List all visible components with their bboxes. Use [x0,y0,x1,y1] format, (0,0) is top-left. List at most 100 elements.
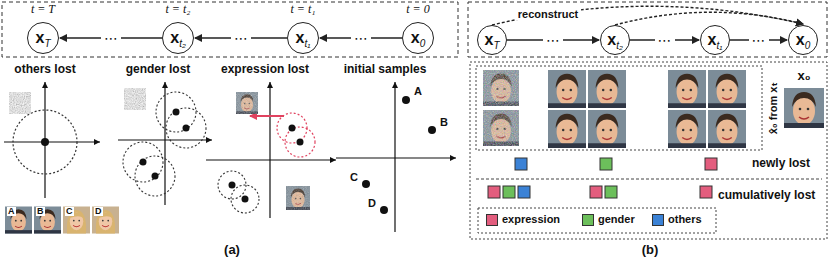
illustration-part [166,108,206,148]
face-tag: C [65,207,74,216]
face-tag: A [7,207,16,216]
illustration-part [140,159,147,166]
state-circle: x0 [788,25,818,55]
illustration-part [156,92,196,132]
plot-title: expression lost [221,63,309,77]
illustration-part [700,186,712,198]
illustration-part [488,186,500,198]
state-label: x0 [411,30,425,46]
legend-swatch [582,214,594,226]
illustration-part [483,110,519,146]
point-label: B [440,116,448,129]
illustration-part [118,139,212,140]
illustration-part [4,141,100,142]
state-symbol: x [796,31,805,48]
state-circle: xT [477,25,507,55]
illustration-part [124,88,146,110]
illustration-part [173,109,180,116]
illustration-part [362,180,370,188]
state-circle: xt₂ [162,22,194,54]
state-symbol: x [296,29,305,46]
illustration-part [470,62,827,239]
state-symbol: x [35,29,44,46]
state-symbol: x [607,31,616,48]
time-label: t = t₂ [166,3,191,17]
illustration-part [118,82,212,205]
illustration-part [4,82,119,234]
illustration-part [515,158,527,170]
time-label: t = t₁ [291,3,316,17]
illustration-part [41,138,49,146]
state-symbol: x [708,31,717,48]
illustration-part [285,127,315,157]
illustration-part [336,157,456,158]
illustration-part [470,62,827,239]
illustration-part [548,110,586,148]
illustration-part [428,126,436,134]
row-label: newly lost [752,157,810,171]
transition-arrow [492,6,803,25]
state-circle: xt₁ [287,22,319,54]
illustration-part [483,110,519,146]
state-label: xt₁ [708,32,723,48]
legend-text: expression [502,213,560,226]
illustration-part [135,156,175,196]
state-label: xT [35,30,50,46]
illustration-part [600,158,612,170]
illustration-part [236,92,258,114]
axis-label: x̂₀ from xₜ [767,82,780,134]
illustration-part [13,110,77,174]
edge-label: ⋯ [351,30,371,46]
edge-label: ⋯ [749,32,769,48]
illustration-part [705,158,717,170]
illustration-part [588,70,626,108]
legend-text: gender [598,213,635,226]
legend-swatch [652,214,664,226]
illustration-part [242,196,249,203]
state-symbol: x [411,29,420,46]
illustration-part [588,110,626,148]
illustration-part [250,115,284,117]
state-subscript: T [493,40,499,51]
panel-label: (b) [642,243,659,258]
edge-label: ⋯ [101,30,121,46]
illustration-part [668,110,706,148]
state-symbol: x [170,29,179,46]
illustration-part [5,207,32,234]
edge-label: reconstruct [515,8,582,21]
illustration-part [708,110,746,148]
illustration-part [286,186,310,210]
state-circle: xt₂ [600,25,630,55]
illustration-part [286,186,310,210]
state-subscript: 0 [805,40,811,51]
point-label: D [368,197,376,210]
state-symbol: x [484,31,493,48]
illustration-part [289,125,296,132]
illustration-part [34,207,61,234]
face-tag: D [94,207,103,216]
state-circle: xT [27,22,59,54]
illustration-part [206,82,336,218]
point-label: A [414,85,422,98]
illustration-part [478,208,716,233]
plot-title: initial samples [344,63,427,77]
illustration-part [297,139,304,146]
illustration-part [590,186,602,198]
illustration-part [468,2,827,57]
illustration-part [503,186,515,198]
illustration-part [483,70,519,106]
state-subscript: t₁ [304,38,310,49]
illustration-part [668,70,706,108]
illustration-part [9,92,31,114]
illustration-part [476,66,762,150]
state-circle: xt₁ [700,25,730,55]
state-subscript: 0 [420,38,426,49]
illustration-part [183,125,190,132]
state-subscript: t₂ [179,38,186,49]
state-subscript: t₁ [716,40,722,51]
transition-arrow [615,12,803,25]
illustration-part [92,207,119,234]
illustration-part [476,179,822,180]
state-label: xT [484,32,499,48]
